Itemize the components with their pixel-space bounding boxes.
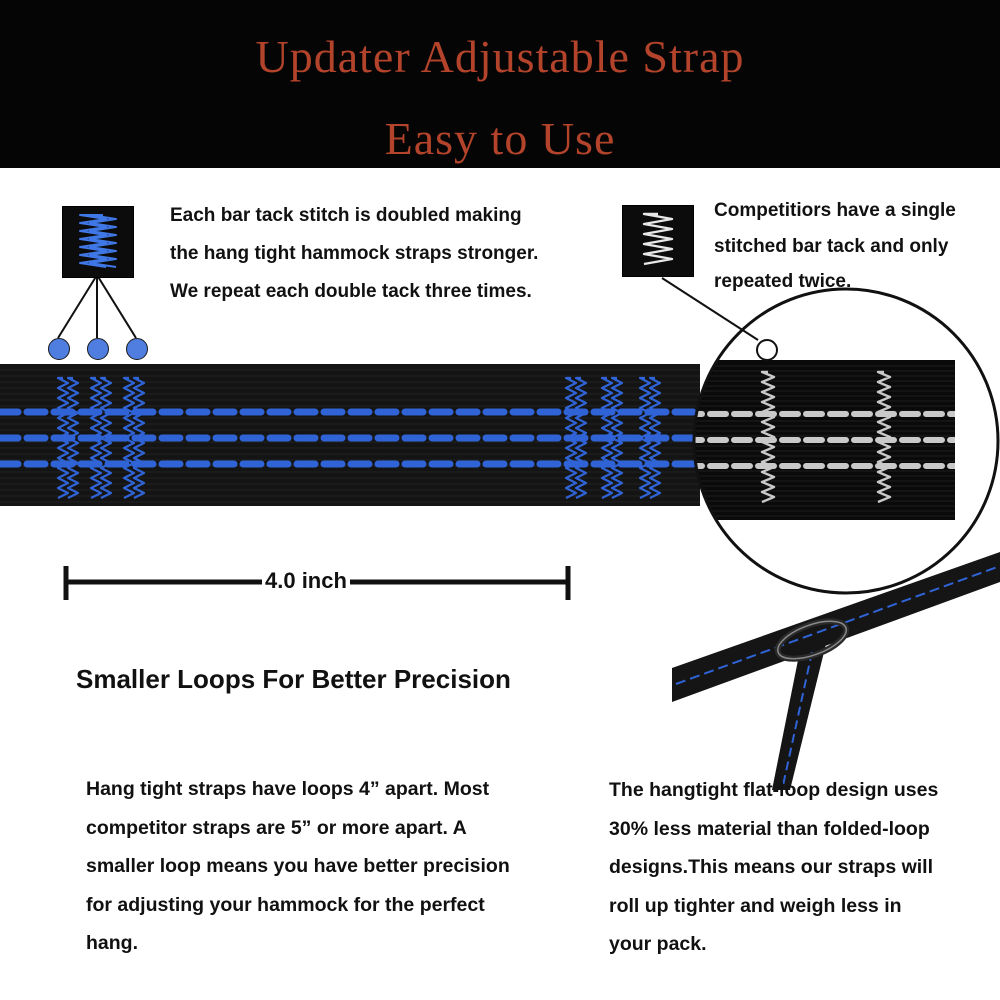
- tack-dot-3: [126, 338, 148, 360]
- single-stitch-icon: [622, 205, 694, 277]
- measurement-label: 4.0 inch: [262, 568, 350, 594]
- tack-dot-1: [48, 338, 70, 360]
- right-callout-text: Competitiors have a single stitched bar …: [714, 200, 956, 292]
- loop-spacing-paragraph: Hang tight straps have loops 4” apart. M…: [86, 778, 510, 954]
- double-stitch-icon: [62, 206, 134, 278]
- header-banner: Updater Adjustable Strap Easy to Use: [0, 0, 1000, 168]
- title-line-1: Updater Adjustable Strap: [255, 31, 745, 82]
- title-line-2: Easy to Use: [384, 113, 616, 164]
- tack-dot-2: [87, 338, 109, 360]
- bar-tacks-left: [56, 376, 146, 499]
- section-heading: Smaller Loops For Better Precision: [76, 664, 511, 694]
- pointer-line-3: [96, 274, 137, 339]
- left-callout-text: Each bar tack stitch is doubled making t…: [170, 205, 539, 302]
- pointer-line-right: [661, 277, 759, 341]
- competitor-tack-dot: [756, 339, 778, 361]
- bar-tacks-right: [564, 376, 662, 499]
- hanging-strap-photo: [672, 552, 1000, 791]
- magnifier-ring: [692, 287, 1000, 595]
- pointer-line-1: [57, 274, 98, 339]
- flat-loop-paragraph: The hangtight flat-loop design uses 30% …: [609, 779, 939, 955]
- competitor-strap-closeup: [694, 360, 998, 520]
